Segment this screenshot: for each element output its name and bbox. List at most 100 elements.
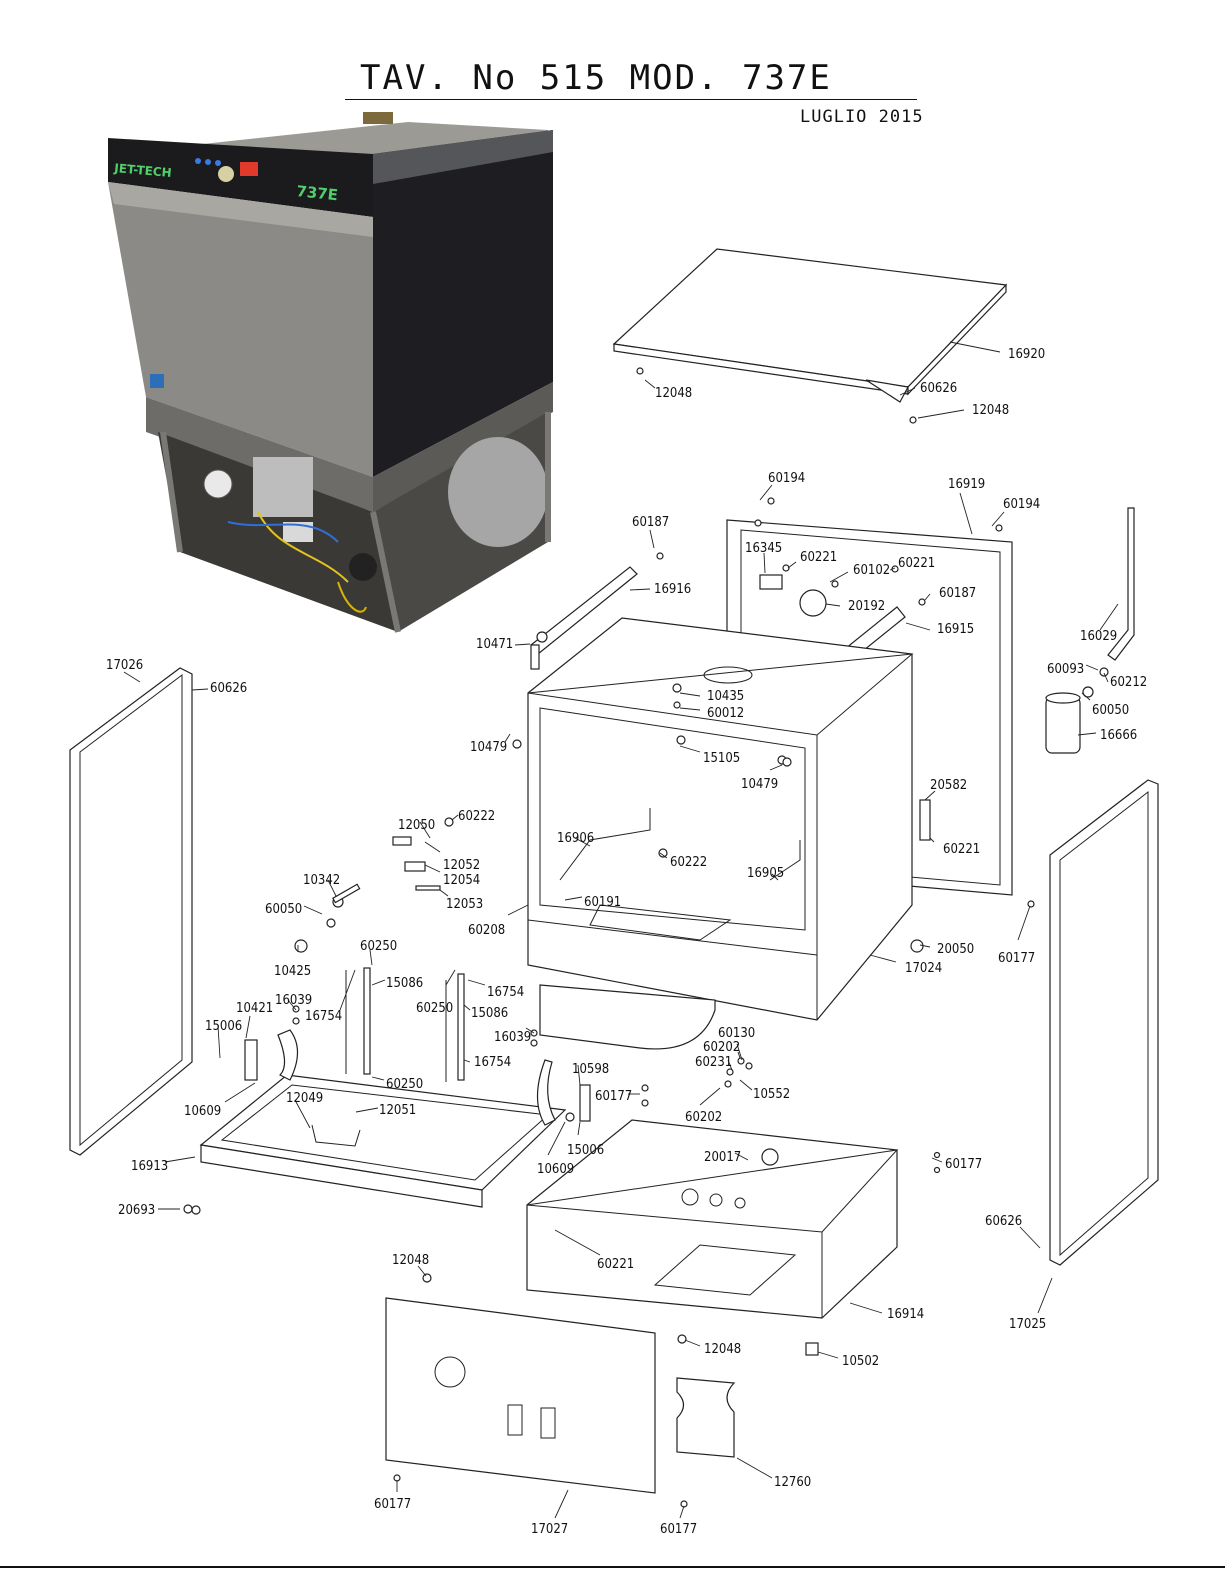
callout-12048-a: 12048 bbox=[655, 386, 692, 401]
callout-60221-d: 60221 bbox=[597, 1257, 634, 1272]
callout-60221-b: 60221 bbox=[898, 556, 935, 571]
callout-16754-a: 16754 bbox=[487, 985, 524, 1000]
base-frame bbox=[526, 1119, 898, 1319]
callout-15006-a: 15006 bbox=[205, 1019, 242, 1034]
callout-15086-a: 15086 bbox=[386, 976, 423, 991]
plate bbox=[676, 1377, 736, 1458]
door-spring-rod bbox=[363, 967, 371, 1075]
callout-12048-c: 12048 bbox=[392, 1253, 429, 1268]
callout-10425: 10425 bbox=[274, 964, 311, 979]
callout-12048-d: 12048 bbox=[704, 1342, 741, 1357]
callout-60177-b: 60177 bbox=[595, 1089, 632, 1104]
photo-front-door bbox=[108, 182, 373, 477]
callout-60093: 60093 bbox=[1047, 662, 1084, 677]
callout-10502: 10502 bbox=[842, 1354, 879, 1369]
callout-60130: 60130 bbox=[718, 1026, 755, 1041]
callout-10435: 10435 bbox=[707, 689, 744, 704]
callout-60050-b: 60050 bbox=[265, 902, 302, 917]
callout-15105: 15105 bbox=[703, 751, 740, 766]
callout-60102: 60102 bbox=[853, 563, 890, 578]
callout-60208: 60208 bbox=[468, 923, 505, 938]
callout-20582: 20582 bbox=[930, 778, 967, 793]
photo-dial bbox=[218, 166, 234, 182]
front-panel bbox=[385, 1297, 656, 1494]
callout-12053: 12053 bbox=[446, 897, 483, 912]
callout-60221-c: 60221 bbox=[943, 842, 980, 857]
callout-60187-b: 60187 bbox=[939, 586, 976, 601]
callout-10479-b: 10479 bbox=[741, 777, 778, 792]
callout-60250-a: 60250 bbox=[360, 939, 397, 954]
callout-60177-c: 60177 bbox=[945, 1157, 982, 1172]
callout-15006-b: 15006 bbox=[567, 1143, 604, 1158]
callout-60202-a: 60202 bbox=[703, 1040, 740, 1055]
callout-60194-a: 60194 bbox=[768, 471, 805, 486]
callout-20192: 20192 bbox=[848, 599, 885, 614]
photo-gauge bbox=[203, 469, 233, 499]
callout-12052: 12052 bbox=[443, 858, 480, 873]
callout-10342: 10342 bbox=[303, 873, 340, 888]
callout-60626-left: 60626 bbox=[210, 681, 247, 696]
title-underline bbox=[345, 99, 917, 100]
callout-16345: 16345 bbox=[745, 541, 782, 556]
side-panel-right bbox=[1049, 779, 1159, 1266]
photo-energy-label bbox=[150, 374, 164, 388]
callout-60187-a: 60187 bbox=[632, 515, 669, 530]
callout-12760: 12760 bbox=[774, 1475, 811, 1490]
callout-10552: 10552 bbox=[753, 1087, 790, 1102]
callout-12051: 12051 bbox=[379, 1103, 416, 1118]
callout-16915: 16915 bbox=[937, 622, 974, 637]
callout-60177-d: 60177 bbox=[374, 1497, 411, 1512]
leader-lines bbox=[123, 341, 1119, 1519]
callout-60222-a: 60222 bbox=[458, 809, 495, 824]
callout-16754-c: 16754 bbox=[474, 1055, 511, 1070]
callout-60221-a: 60221 bbox=[800, 550, 837, 565]
callout-12049: 12049 bbox=[286, 1091, 323, 1106]
callout-60222-b: 60222 bbox=[670, 855, 707, 870]
part-callouts: 16920 60626 12048 12048 60194 16919 6019… bbox=[106, 347, 1147, 1537]
door-frame bbox=[199, 1074, 567, 1191]
machine-photo: JET-TECH 737E bbox=[108, 112, 553, 633]
callout-60194-b: 60194 bbox=[1003, 497, 1040, 512]
callout-20017: 20017 bbox=[704, 1150, 741, 1165]
callout-60250-b: 60250 bbox=[416, 1001, 453, 1016]
callout-20693: 20693 bbox=[118, 1203, 155, 1218]
callout-12050: 12050 bbox=[398, 818, 435, 833]
callout-16916: 16916 bbox=[654, 582, 691, 597]
callout-60626-right: 60626 bbox=[985, 1214, 1022, 1229]
rear-gauge bbox=[799, 589, 827, 617]
callout-60177-a: 60177 bbox=[998, 951, 1035, 966]
callout-20050: 20050 bbox=[937, 942, 974, 957]
callout-10609-b: 10609 bbox=[537, 1162, 574, 1177]
callout-60191: 60191 bbox=[584, 895, 621, 910]
callout-16919: 16919 bbox=[948, 477, 985, 492]
callout-10471: 10471 bbox=[476, 637, 513, 652]
callout-16039-b: 16039 bbox=[494, 1030, 531, 1045]
drawing-date: LUGLIO 2015 bbox=[800, 107, 924, 127]
callout-10479-a: 10479 bbox=[470, 740, 507, 755]
photo-top-fitting bbox=[363, 112, 393, 124]
pipe bbox=[1107, 507, 1135, 661]
callout-10609-a: 10609 bbox=[184, 1104, 221, 1119]
callout-12048-b: 12048 bbox=[972, 403, 1009, 418]
canister bbox=[1045, 696, 1081, 754]
top-cover bbox=[612, 248, 1008, 388]
callout-60050-a: 60050 bbox=[1092, 703, 1129, 718]
drawing-title: TAV. No 515 MOD. 737E bbox=[360, 58, 832, 98]
top-corner-bracket bbox=[865, 379, 909, 403]
callout-16914: 16914 bbox=[887, 1307, 924, 1322]
side-panel-left bbox=[69, 667, 193, 1156]
callout-17025: 17025 bbox=[1009, 1317, 1046, 1332]
callout-16754-b: 16754 bbox=[305, 1009, 342, 1024]
callout-60250-c: 60250 bbox=[386, 1077, 423, 1092]
callout-16920: 16920 bbox=[1008, 347, 1045, 362]
callout-15086-b: 15086 bbox=[471, 1006, 508, 1021]
callout-10421: 10421 bbox=[236, 1001, 273, 1016]
photo-model-text: 737E bbox=[296, 182, 339, 204]
callout-16913: 16913 bbox=[131, 1159, 168, 1174]
callout-17027: 17027 bbox=[531, 1522, 568, 1537]
photo-control-panel bbox=[108, 138, 373, 217]
callout-60012: 60012 bbox=[707, 706, 744, 721]
callout-10598: 10598 bbox=[572, 1062, 609, 1077]
